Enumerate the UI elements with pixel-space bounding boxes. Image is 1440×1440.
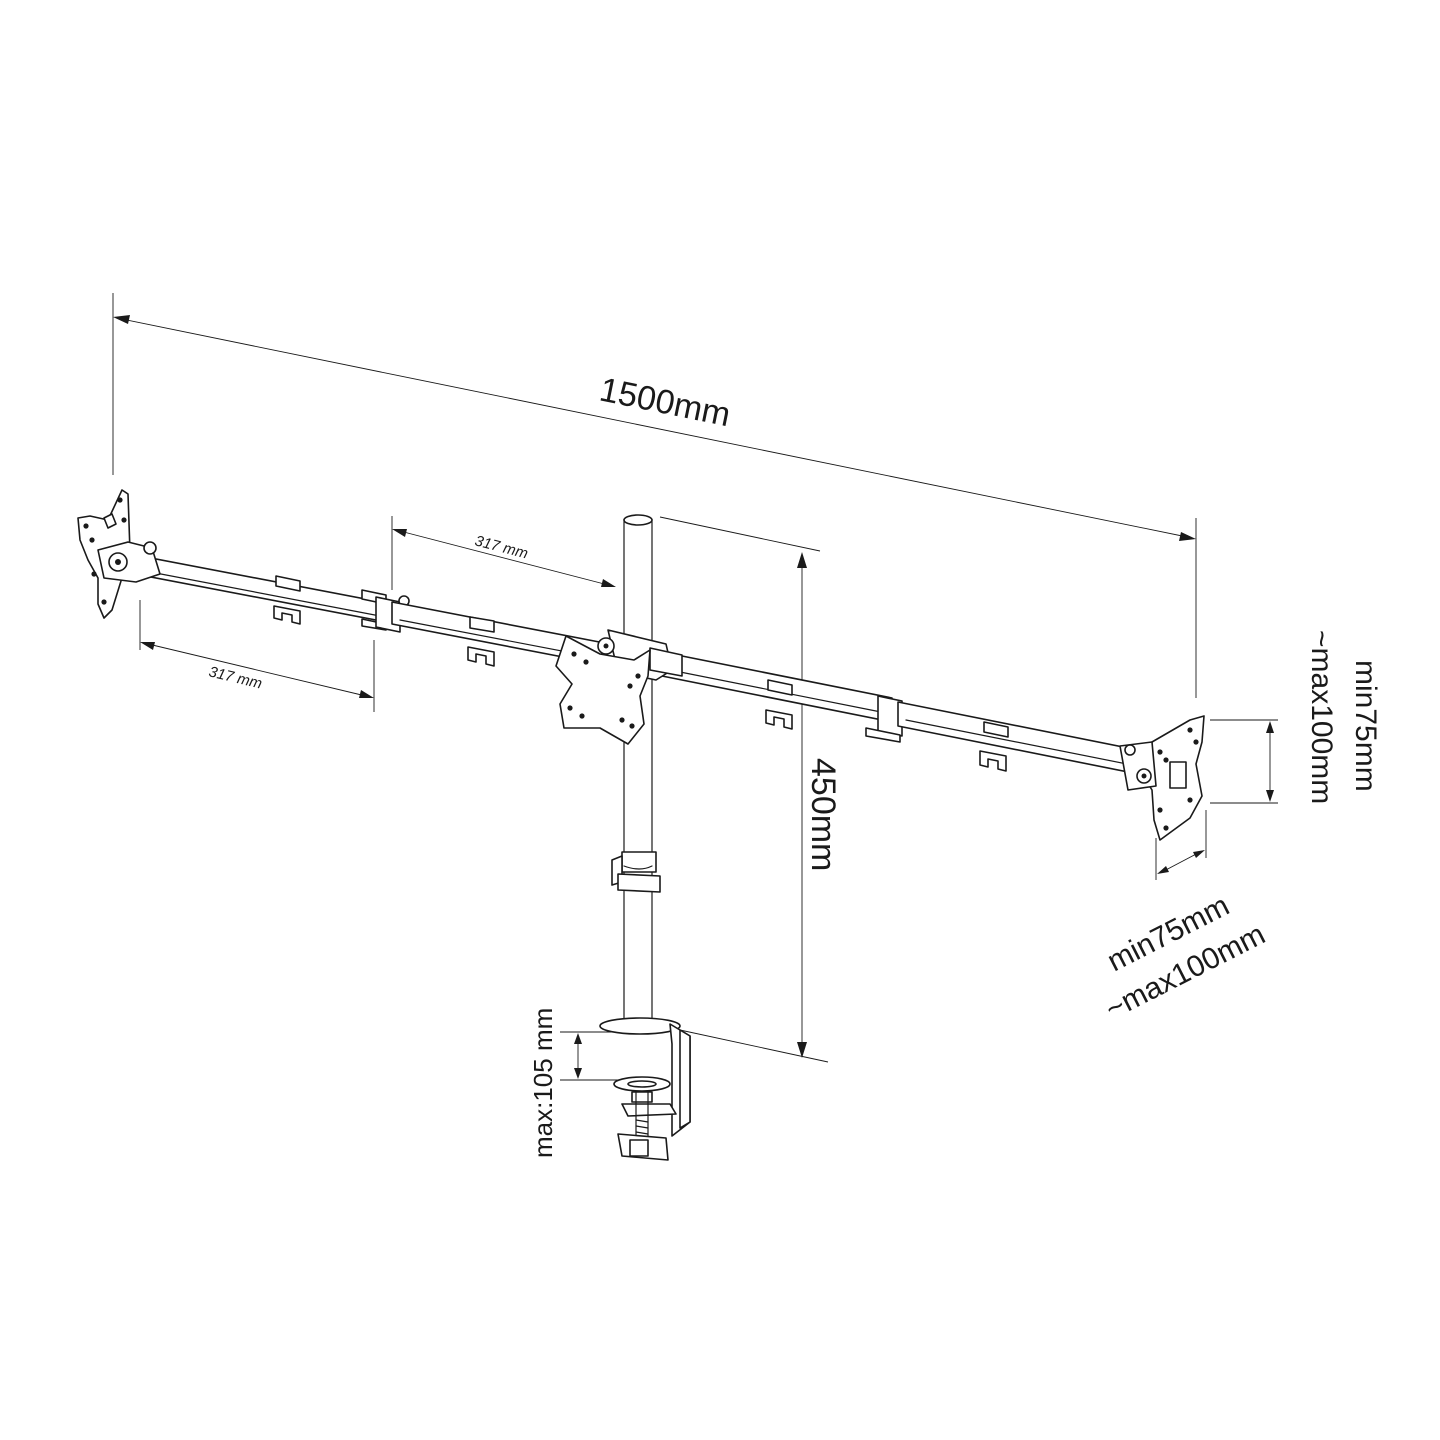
total-width-label: 1500mm <box>596 371 733 435</box>
left-tilt-joint <box>97 541 161 583</box>
dimension-arm-segment-lower <box>139 600 375 712</box>
left-arm-outer <box>124 552 387 631</box>
dimension-vesa-vertical <box>1210 719 1278 804</box>
arm-segment-upper-label: 317 mm <box>473 532 530 562</box>
dimension-total-width <box>112 293 1197 698</box>
cable-clip <box>611 851 661 893</box>
desk-clamp <box>599 1017 691 1161</box>
pole-height-label: 450mm <box>804 758 842 871</box>
mount-pole <box>623 514 653 1027</box>
vesa-vertical-label-line1: min75mm <box>1349 660 1382 792</box>
dimension-clamp-max <box>560 1031 622 1081</box>
dimension-pole-height <box>659 516 829 1063</box>
arm-segment-lower-label: 317 mm <box>207 663 264 692</box>
right-tilt-joint <box>1119 741 1157 791</box>
right-arm-inner <box>651 649 893 730</box>
center-vesa-plate <box>555 635 651 745</box>
right-arm-joint <box>865 695 903 743</box>
right-arm-outer <box>897 701 1149 777</box>
right-vesa-plate <box>1141 715 1205 841</box>
dimension-arm-segment-upper <box>391 516 616 590</box>
clamp-max-label: max:105 mm <box>528 1008 558 1158</box>
vesa-vertical-label-line2: ~max100mm <box>1305 630 1338 804</box>
dimension-vesa-horizontal <box>1155 810 1207 880</box>
